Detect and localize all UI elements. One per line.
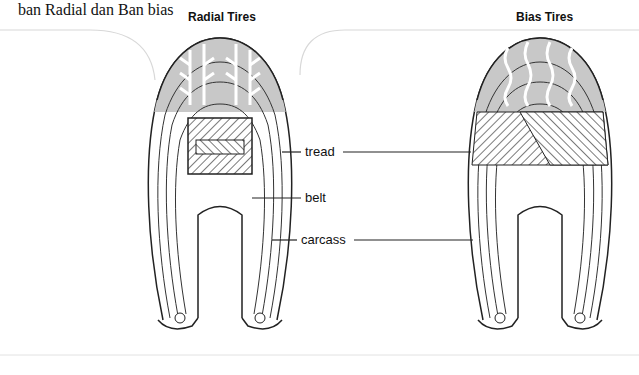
- part-label: carcass: [300, 232, 347, 247]
- part-label: belt: [304, 190, 327, 205]
- leader-line: [252, 152, 473, 240]
- tire-heading: Bias Tires: [516, 10, 573, 24]
- tire-heading: Radial Tires: [188, 10, 256, 24]
- page-title: ban Radial dan Ban bias: [18, 1, 174, 19]
- part-label: tread: [304, 144, 336, 159]
